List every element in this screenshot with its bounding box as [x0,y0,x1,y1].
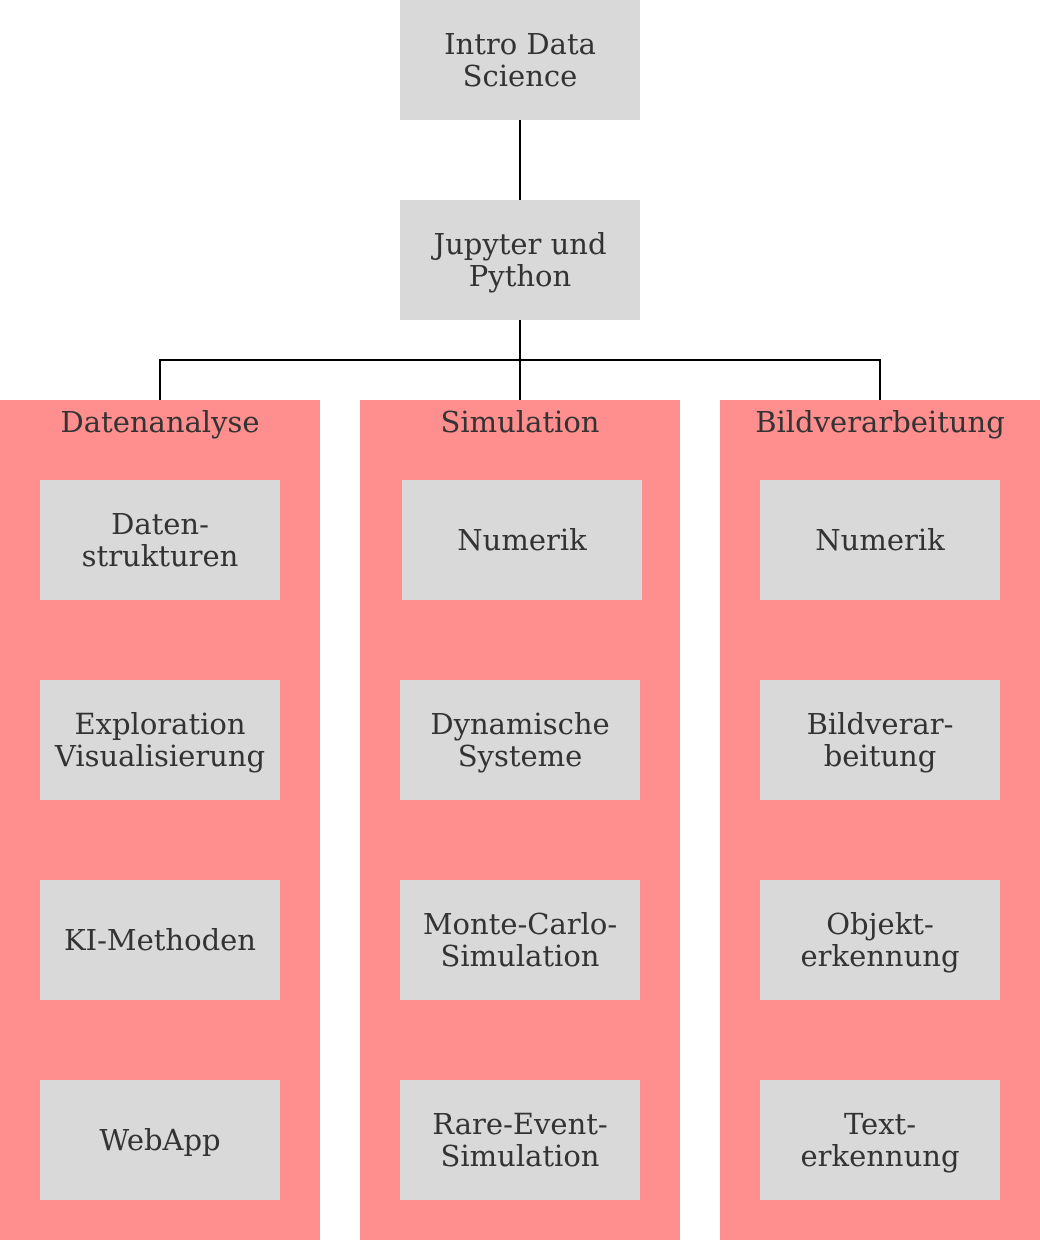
node-jupyter-python: Jupyter und Python [400,200,640,320]
node-objekterkennung: Objekt- erkennung [760,880,1000,1000]
column-title-simulation: Simulation [440,405,600,439]
node-numerik-bildverarbeitung: Numerik [760,480,1000,600]
column-bildverarbeitung: Bildverarbeitung Numerik Bildverar- beit… [720,400,1040,1240]
column-simulation: Simulation Numerik Dynamische Systeme Mo… [360,400,680,1240]
node-intro-data-science: Intro Data Science [400,0,640,120]
node-rare-event-simulation: Rare-Event- Simulation [400,1080,640,1200]
node-ki-methoden: KI-Methoden [40,880,280,1000]
node-exploration-visualisierung: Exploration Visualisierung [40,680,280,800]
node-dynamische-systeme: Dynamische Systeme [400,680,640,800]
node-webapp: WebApp [40,1080,280,1200]
node-monte-carlo-simulation: Monte-Carlo- Simulation [400,880,640,1000]
node-datenstrukturen: Daten- strukturen [40,480,280,600]
node-numerik-simulation: Numerik [402,480,642,600]
column-title-bildverarbeitung: Bildverarbeitung [755,405,1005,439]
column-title-datenanalyse: Datenanalyse [60,405,260,439]
node-texterkennung: Text- erkennung [760,1080,1000,1200]
column-datenanalyse: Datenanalyse Daten- strukturen Explorati… [0,400,320,1240]
node-bildverarbeitung: Bildverar- beitung [760,680,1000,800]
